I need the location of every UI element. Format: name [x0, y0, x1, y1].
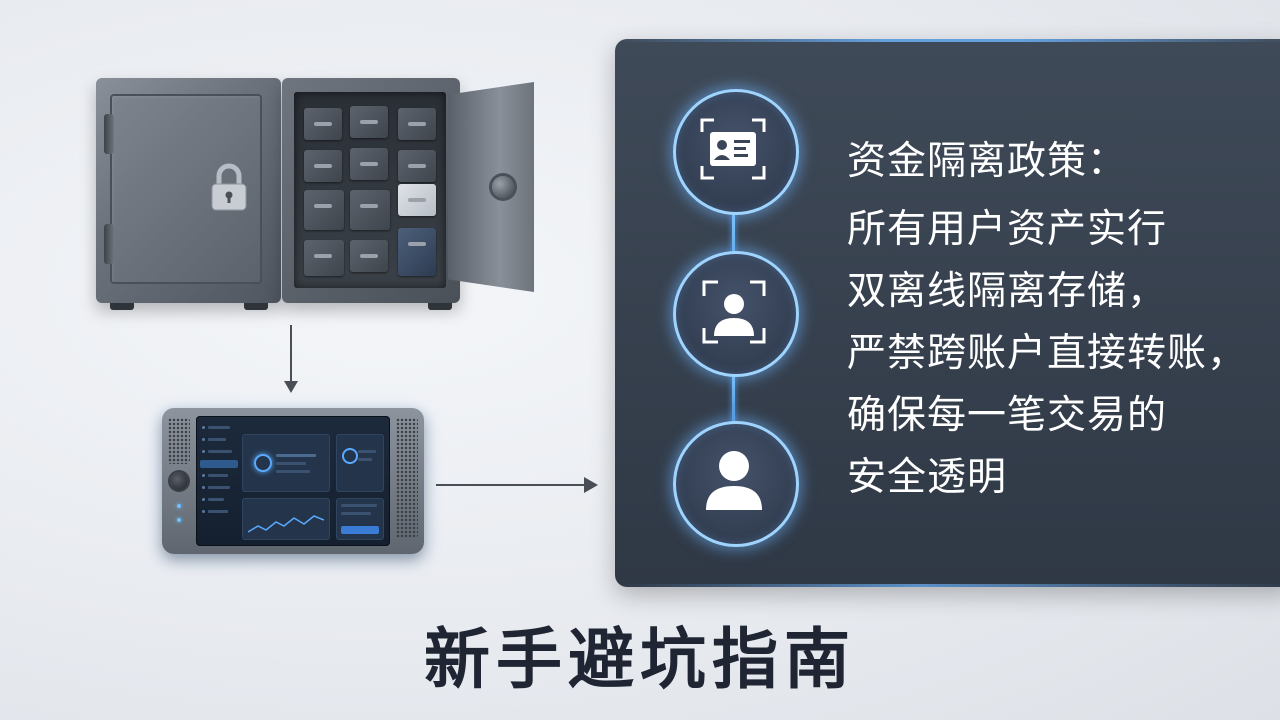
- id-card: [398, 184, 436, 216]
- safe-foot: [110, 303, 134, 310]
- panel-glow-bottom: [615, 584, 1280, 587]
- hinge: [104, 224, 114, 264]
- padlock-icon: [211, 163, 247, 211]
- device-box: [398, 228, 436, 276]
- right-arrow-head: [584, 477, 598, 493]
- hinge: [104, 114, 114, 154]
- dashboard-screen: [196, 416, 390, 546]
- safe-foot: [428, 303, 452, 310]
- tablet-device: [162, 408, 424, 554]
- policy-heading: 资金隔离政策：: [847, 139, 1128, 184]
- status-led: [177, 518, 181, 522]
- deposit-box: [398, 150, 436, 182]
- right-arrow: [436, 484, 586, 486]
- screen-sidebar: [200, 422, 238, 540]
- step-circle-3: [673, 421, 799, 547]
- safe-dial: [492, 176, 514, 198]
- camera-icon: [170, 472, 188, 490]
- step-circle-2: [673, 251, 799, 377]
- safe-open-door: [448, 82, 534, 292]
- speaker-grille: [168, 418, 190, 464]
- safe-cavity: [294, 92, 446, 288]
- screen-card-status: [336, 434, 384, 492]
- deposit-box: [304, 108, 342, 140]
- user-icon: [706, 451, 762, 510]
- deposit-box: [398, 108, 436, 140]
- deposit-box: [304, 240, 344, 276]
- id-card-scan-icon: [700, 118, 766, 180]
- deposit-box: [350, 106, 388, 138]
- screen-chart-card: [242, 498, 330, 540]
- deposit-box: [350, 148, 388, 180]
- policy-line-3: 严禁跨账户直接转账，: [847, 331, 1248, 376]
- panel-glow-top: [615, 39, 1280, 42]
- policy-line-1: 所有用户资产实行: [847, 207, 1168, 252]
- page-title: 新手避坑指南: [424, 621, 856, 698]
- safe-foot: [244, 303, 268, 310]
- deposit-box: [304, 150, 342, 182]
- policy-panel: 资金隔离政策： 所有用户资产实行 双离线隔离存储， 严禁跨账户直接转账， 确保每…: [615, 39, 1280, 587]
- step-circle-1: [673, 89, 799, 215]
- timeline-connector: [732, 373, 735, 423]
- screen-card-security: [242, 434, 330, 492]
- safe-open-section: [282, 78, 460, 310]
- safe-illustration: [96, 78, 546, 310]
- line-chart-icon: [248, 515, 324, 533]
- policy-line-2: 双离线隔离存储，: [847, 269, 1168, 314]
- face-scan-icon: [702, 280, 766, 344]
- policy-line-5: 安全透明: [847, 455, 1008, 500]
- deposit-box: [304, 190, 344, 230]
- down-arrow: [290, 325, 292, 383]
- deposit-box: [350, 190, 390, 230]
- status-led: [177, 504, 181, 508]
- safe-closed-section: [96, 78, 281, 310]
- speaker-grille: [396, 418, 418, 538]
- down-arrow-head: [284, 381, 298, 393]
- policy-line-4: 确保每一笔交易的: [847, 393, 1168, 438]
- deposit-box: [350, 240, 388, 272]
- screen-list-card: [336, 498, 384, 540]
